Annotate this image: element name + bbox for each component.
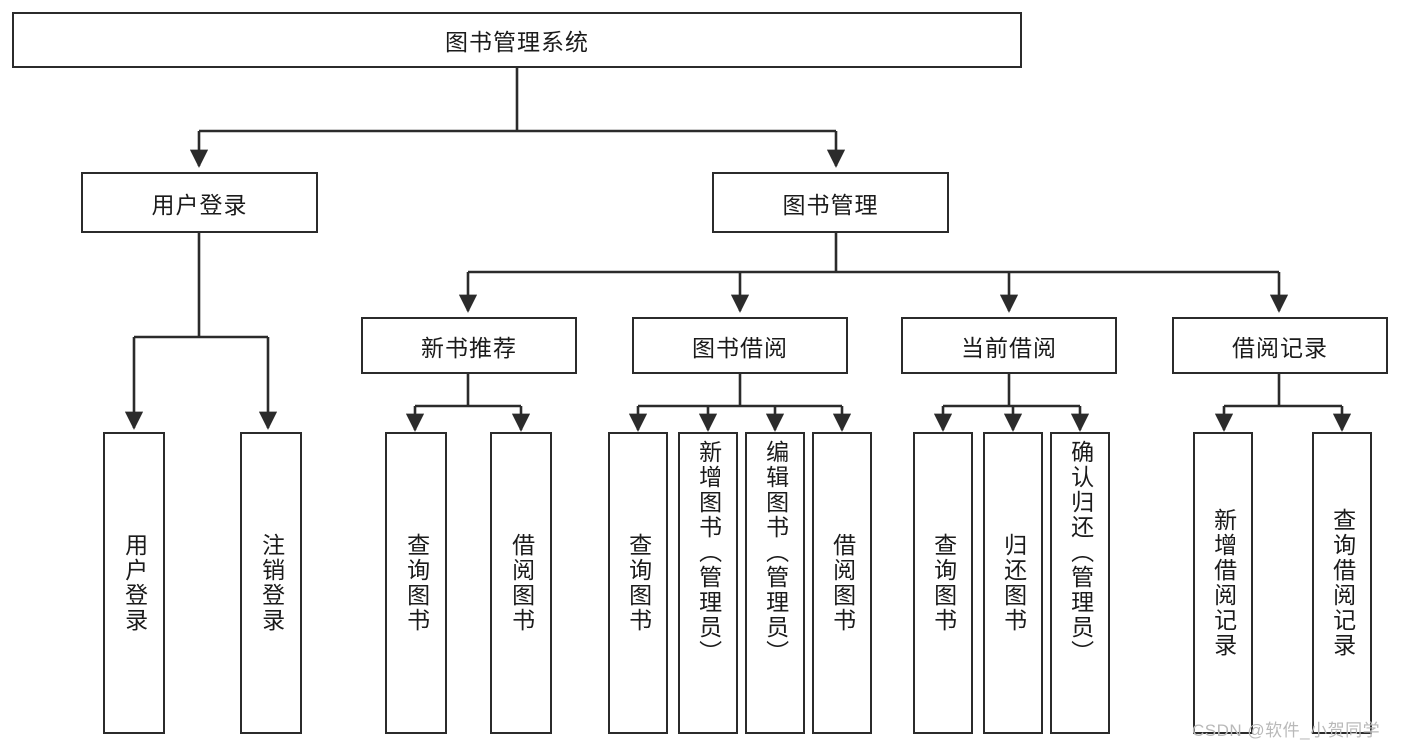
node-current-borrow[interactable]: 当前借阅 [901, 317, 1117, 374]
node-borrow-record[interactable]: 借阅记录 [1172, 317, 1388, 374]
leaf-query-book-newbook[interactable]: 查询图书 [385, 432, 447, 734]
leaf-add-book-admin[interactable]: 新增图书（管理员） [678, 432, 738, 734]
node-new-book-recommend[interactable]: 新书推荐 [361, 317, 577, 374]
node-user-login[interactable]: 用户登录 [81, 172, 318, 233]
node-book-management[interactable]: 图书管理 [712, 172, 949, 233]
csdn-watermark: CSDN @软件_小贺同学 [1192, 721, 1381, 740]
leaf-borrow-book-newbook[interactable]: 借阅图书 [490, 432, 552, 734]
leaf-return-book[interactable]: 归还图书 [983, 432, 1043, 734]
leaf-query-book-borrow[interactable]: 查询图书 [608, 432, 668, 734]
leaf-logout-login[interactable]: 注销登录 [240, 432, 302, 734]
leaf-borrow-book-borrow[interactable]: 借阅图书 [812, 432, 872, 734]
node-root-system[interactable]: 图书管理系统 [12, 12, 1022, 68]
leaf-edit-book-admin[interactable]: 编辑图书（管理员） [745, 432, 805, 734]
leaf-user-login[interactable]: 用户登录 [103, 432, 165, 734]
leaf-confirm-return-admin[interactable]: 确认归还（管理员） [1050, 432, 1110, 734]
leaf-query-borrow-record[interactable]: 查询借阅记录 [1312, 432, 1372, 734]
leaf-query-book-current[interactable]: 查询图书 [913, 432, 973, 734]
leaf-add-borrow-record[interactable]: 新增借阅记录 [1193, 432, 1253, 734]
node-book-borrow[interactable]: 图书借阅 [632, 317, 848, 374]
